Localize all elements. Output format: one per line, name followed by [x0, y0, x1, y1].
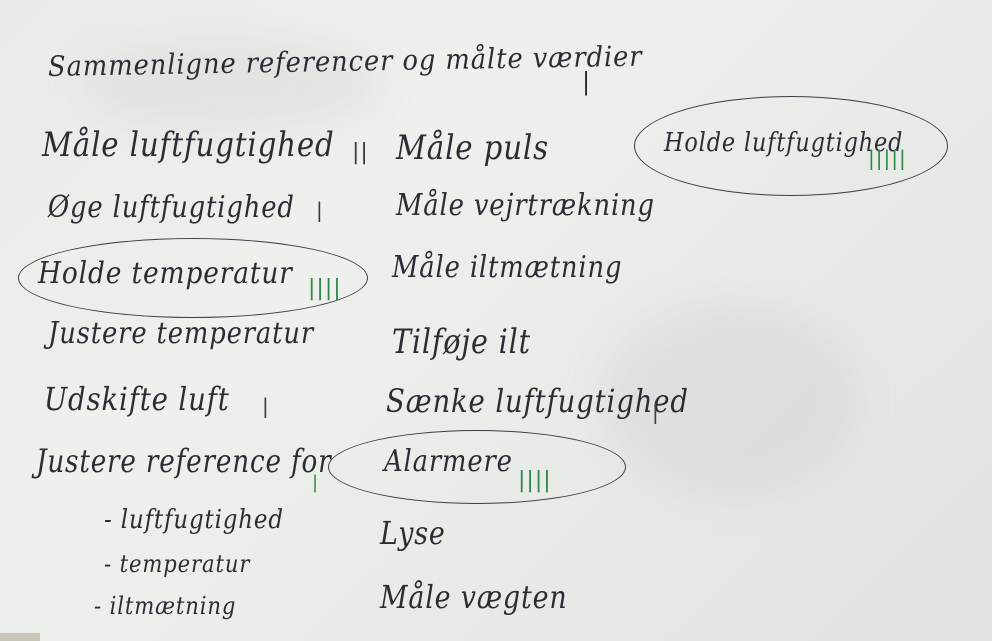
middle-item-4: Tilføje ilt — [392, 322, 531, 362]
left-item-5-tally: | — [262, 394, 270, 418]
circle-holde-luftfugtighed — [634, 96, 948, 196]
left-item-3-tally: |||| — [308, 276, 342, 301]
board-frame-corner — [0, 633, 40, 641]
circle-alarmere — [328, 430, 626, 504]
whiteboard-smudge — [80, 40, 380, 130]
left-item-1: Måle luftfugtighed — [42, 125, 335, 165]
middle-item-1: Måle puls — [396, 128, 549, 168]
sub-item-3: - iltmætning — [94, 592, 237, 620]
left-item-4: Justere temperatur — [48, 316, 315, 351]
left-item-6-tally: | — [312, 472, 320, 493]
middle-item-3: Måle iltmætning — [392, 250, 623, 285]
heading-tally: | — [582, 68, 592, 96]
left-item-1-tally: || — [352, 140, 369, 165]
left-item-6: Justere reference for — [36, 442, 332, 480]
left-item-3: Holde temperatur — [38, 256, 293, 291]
middle-item-7: Lyse — [380, 514, 446, 552]
right-item: Holde luftfugtighed — [664, 128, 904, 158]
right-item-tally: ||||| — [868, 146, 907, 170]
left-item-2-tally: | — [316, 198, 324, 222]
sub-item-2: - temperatur — [104, 550, 251, 578]
middle-item-6: Alarmere — [384, 444, 513, 479]
middle-item-5-tally: | — [652, 400, 660, 424]
middle-item-5: Sænke luftfugtighed — [386, 382, 689, 420]
heading-text: Sammenligne referencer og målte værdier — [47, 39, 643, 83]
middle-item-6-tally: |||| — [518, 468, 552, 493]
middle-item-8: Måle vægten — [380, 578, 568, 616]
sub-item-1: - luftfugtighed — [104, 505, 284, 535]
circle-holde-temperatur — [18, 238, 368, 318]
whiteboard-smudge — [600, 300, 860, 500]
left-item-2: Øge luftfugtighed — [48, 190, 295, 225]
left-item-5: Udskifte luft — [44, 380, 230, 418]
middle-item-2: Måle vejrtrækning — [396, 188, 655, 223]
